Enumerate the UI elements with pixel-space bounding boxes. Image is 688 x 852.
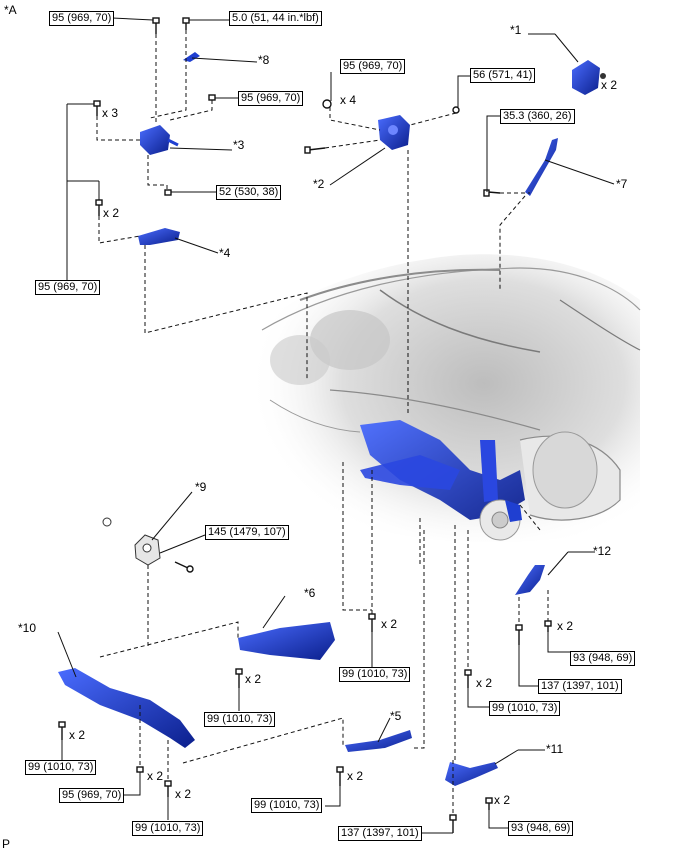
quantity-label: x 2: [557, 619, 574, 633]
torque-spec: 95 (969, 70): [238, 91, 304, 106]
torque-spec: 99 (1010, 73): [25, 760, 97, 775]
callout-5: *5: [390, 709, 402, 723]
torque-spec: 95 (969, 70): [340, 59, 406, 74]
part-6-arm: [238, 622, 335, 660]
leader-lines: [57, 17, 615, 834]
torque-spec: 99 (1010, 73): [132, 821, 204, 836]
quantity-label: x 2: [147, 769, 164, 783]
torque-spec: 99 (1010, 73): [204, 712, 276, 727]
torque-spec: 35.3 (360, 26): [500, 109, 575, 124]
part-2-bracket: [378, 115, 410, 150]
front-suspension-assembly: [360, 420, 525, 541]
part-8-clip: [183, 52, 200, 62]
torque-spec: 56 (571, 41): [470, 68, 536, 83]
torque-spec: 99 (1010, 73): [251, 798, 323, 813]
torque-spec: 93 (948, 69): [570, 651, 636, 666]
quantity-label: x 2: [245, 672, 262, 686]
callout-8: *8: [258, 53, 270, 67]
part-7-rod: [525, 138, 558, 196]
torque-spec: 137 (1397, 101): [538, 679, 622, 694]
torque-spec: 145 (1479, 107): [205, 525, 289, 540]
callout-10: *10: [18, 621, 37, 635]
quantity-label: x 3: [102, 106, 119, 120]
part-10-crossmember: [58, 668, 195, 748]
torque-spec: 99 (1010, 73): [489, 701, 561, 716]
part-4-stay: [138, 228, 180, 245]
vehicle-body-illustration: [248, 254, 641, 542]
quantity-label: x 2: [175, 787, 192, 801]
torque-spec: 95 (969, 70): [49, 11, 115, 26]
torque-spec: 95 (969, 70): [35, 280, 101, 295]
part-9-bracket: [102, 517, 161, 566]
callout-7: *7: [616, 177, 628, 191]
assembly-dashed-lines: [96, 30, 549, 815]
quantity-label: x 2: [601, 78, 618, 92]
quantity-label: x 2: [347, 769, 364, 783]
callout-11: *11: [546, 742, 564, 756]
torque-spec: 95 (969, 70): [59, 788, 125, 803]
callout-9: *9: [195, 480, 207, 494]
callout-3: *3: [233, 138, 245, 152]
torque-spec: 5.0 (51, 44 in.*lbf): [229, 11, 322, 26]
torque-spec: 99 (1010, 73): [339, 667, 411, 682]
callout-2: *2: [313, 177, 325, 191]
quantity-label: x 2: [103, 206, 120, 220]
quantity-label: x 2: [69, 728, 86, 742]
callout-1: *1: [510, 23, 522, 37]
callout-6: *6: [304, 586, 316, 600]
torque-spec: 93 (948, 69): [508, 821, 574, 836]
quantity-label: x 2: [381, 617, 398, 631]
figure-id: *A: [4, 3, 17, 17]
footer-mark: P: [2, 837, 11, 851]
part-12-arm: [515, 565, 545, 595]
torque-spec: 137 (1397, 101): [338, 826, 422, 841]
part-3-mount-bracket: [140, 125, 179, 155]
quantity-label: x 2: [476, 676, 493, 690]
part-11-arm: [445, 762, 498, 786]
part-1-engine-mount: [572, 60, 606, 95]
callout-12: *12: [593, 544, 612, 558]
torque-spec: 52 (530, 38): [216, 185, 282, 200]
quantity-label: x 2: [494, 793, 511, 807]
quantity-label: x 4: [340, 93, 357, 107]
callout-4: *4: [219, 246, 231, 260]
